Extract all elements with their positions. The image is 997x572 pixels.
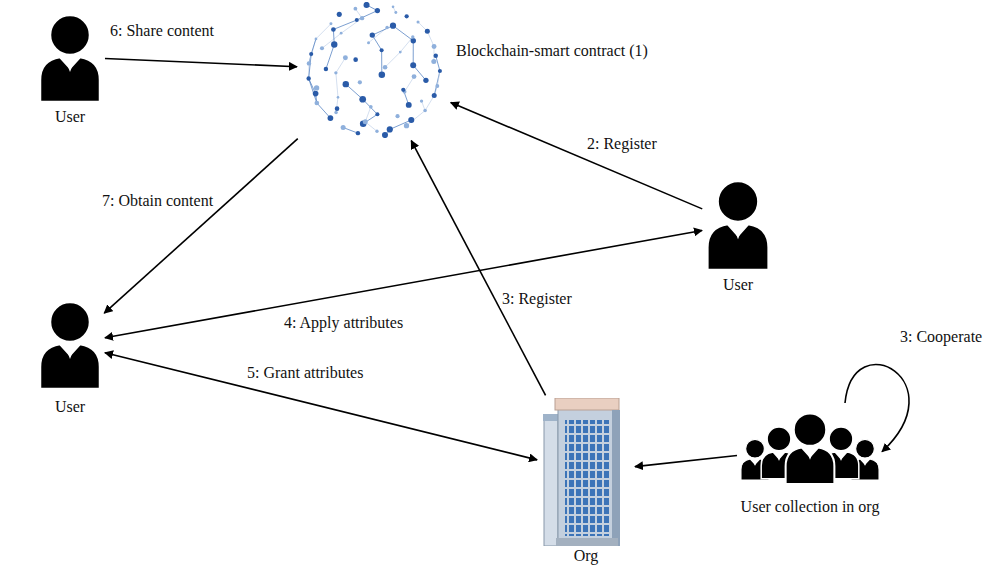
connector-arrow (105, 58, 297, 66)
edge-label: 3: Register (500, 290, 574, 308)
user-node: User (705, 178, 771, 270)
org-building (540, 398, 632, 546)
edge-label: 2: Register (585, 135, 659, 153)
user-node: User (38, 298, 102, 390)
connector-arrow (411, 141, 545, 396)
org-node: Org (540, 398, 632, 546)
connector-arrow (105, 230, 702, 337)
connector-arrow (104, 139, 298, 313)
connector-arrow (105, 353, 537, 460)
user-group-node: User collection in org (740, 405, 880, 490)
node-label: User (55, 108, 85, 126)
user-node: User (38, 12, 102, 102)
blockchain-node: Blockchain-smart contract (1) (300, 2, 448, 138)
edge-label: 6: Share content (108, 22, 216, 40)
node-label: User (55, 398, 85, 416)
user-icon (38, 12, 102, 102)
node-label: Org (574, 547, 599, 565)
user-icon (705, 178, 771, 270)
node-label: User collection in org (741, 498, 880, 516)
connector-arrow (635, 455, 737, 466)
node-label: Blockchain-smart contract (1) (456, 42, 648, 60)
edge-label: 4: Apply attributes (282, 314, 405, 332)
edge-label: 5: Grant attributes (245, 364, 365, 382)
connector-arrow (845, 365, 909, 452)
connector-arrow (451, 102, 702, 208)
blockchain-globe (300, 2, 448, 138)
node-label: User (723, 276, 753, 294)
edge-label: 3: Cooperate (898, 328, 984, 346)
edge-label: 7: Obtain content (100, 192, 215, 210)
user-icon (38, 298, 102, 390)
user-group-icon (740, 405, 880, 490)
